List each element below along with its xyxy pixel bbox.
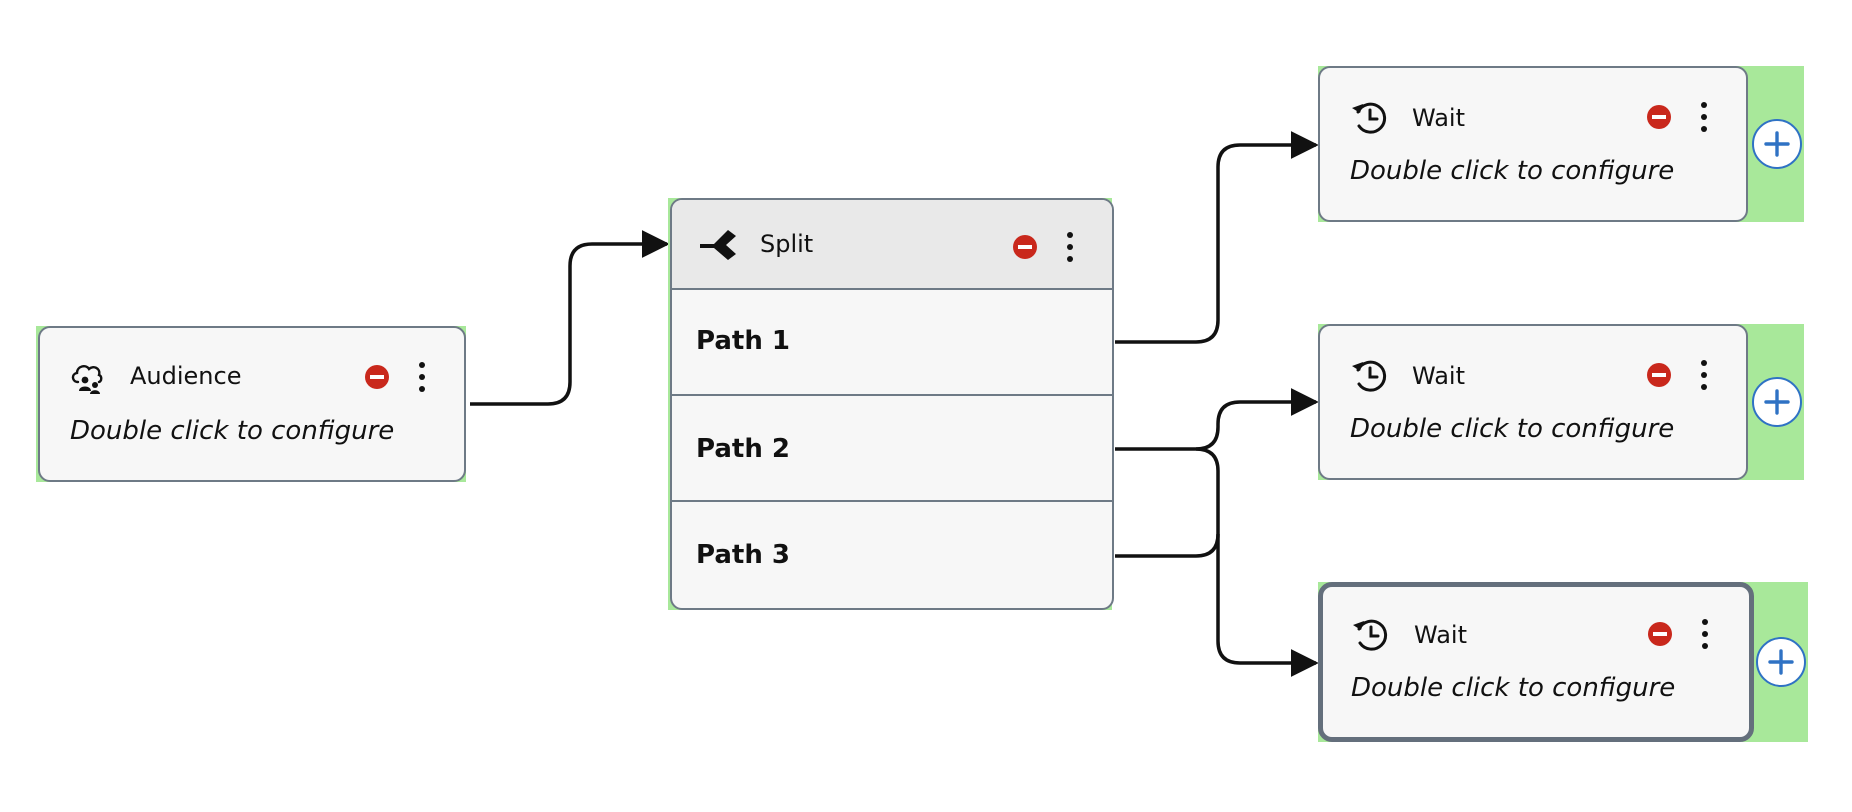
plus-icon xyxy=(1768,649,1794,675)
wait-node-hint: Double click to configure xyxy=(1351,673,1676,703)
error-status-icon[interactable] xyxy=(1646,362,1672,388)
connector-audience-split xyxy=(470,230,670,406)
vertical-dots-icon[interactable] xyxy=(1060,228,1080,266)
connector-path2-wait3 xyxy=(1195,447,1319,677)
audience-node-hint: Double click to configure xyxy=(70,416,395,446)
wait-node[interactable]: Wait Double click to configure xyxy=(1318,324,1748,480)
wait-node-title: Wait xyxy=(1412,104,1465,132)
vertical-dots-icon[interactable] xyxy=(1694,356,1714,394)
wait-node[interactable]: Wait Double click to configure xyxy=(1318,582,1754,742)
split-path-label: Path 2 xyxy=(696,434,790,464)
audience-node-header: Audience xyxy=(40,328,464,404)
split-node-title: Split xyxy=(760,230,814,258)
wait-node-hint: Double click to configure xyxy=(1350,156,1675,186)
error-status-icon[interactable] xyxy=(364,364,390,390)
split-node[interactable]: Split Path 1 Path 2 Path 3 xyxy=(670,198,1114,610)
clock-refresh-icon xyxy=(1350,356,1390,396)
plus-icon xyxy=(1764,389,1790,415)
add-step-button[interactable] xyxy=(1752,377,1802,427)
audience-node-title: Audience xyxy=(130,362,242,390)
plus-icon xyxy=(1764,131,1790,157)
split-path-row[interactable]: Path 3 xyxy=(672,500,1112,606)
split-path-label: Path 3 xyxy=(696,540,790,570)
connector-path2-wait2 xyxy=(1115,388,1319,451)
error-status-icon[interactable] xyxy=(1012,234,1038,260)
split-fork-icon xyxy=(698,222,744,268)
wait-node-hint: Double click to configure xyxy=(1350,414,1675,444)
clock-refresh-icon xyxy=(1350,98,1390,138)
wait-node-title: Wait xyxy=(1412,362,1465,390)
add-step-button[interactable] xyxy=(1752,119,1802,169)
vertical-dots-icon[interactable] xyxy=(1695,615,1715,653)
split-path-row[interactable]: Path 1 xyxy=(672,288,1112,394)
split-path-row[interactable]: Path 2 xyxy=(672,394,1112,500)
add-step-button[interactable] xyxy=(1756,637,1806,687)
vertical-dots-icon[interactable] xyxy=(412,358,432,396)
wait-node-header: Wait xyxy=(1323,587,1749,663)
audience-node[interactable]: Audience Double click to configure xyxy=(38,326,466,482)
clock-refresh-icon xyxy=(1351,615,1391,655)
connector-path3-merge xyxy=(1115,533,1220,558)
split-path-label: Path 1 xyxy=(696,326,790,356)
connector-path1-wait1 xyxy=(1115,131,1319,344)
audience-cloud-icon xyxy=(68,356,108,396)
wait-node-title: Wait xyxy=(1414,621,1467,649)
wait-node-header: Wait xyxy=(1320,68,1746,144)
wait-node[interactable]: Wait Double click to configure xyxy=(1318,66,1748,222)
wait-node-header: Wait xyxy=(1320,326,1746,402)
error-status-icon[interactable] xyxy=(1647,621,1673,647)
split-node-header: Split xyxy=(672,200,1112,290)
vertical-dots-icon[interactable] xyxy=(1694,98,1714,136)
error-status-icon[interactable] xyxy=(1646,104,1672,130)
